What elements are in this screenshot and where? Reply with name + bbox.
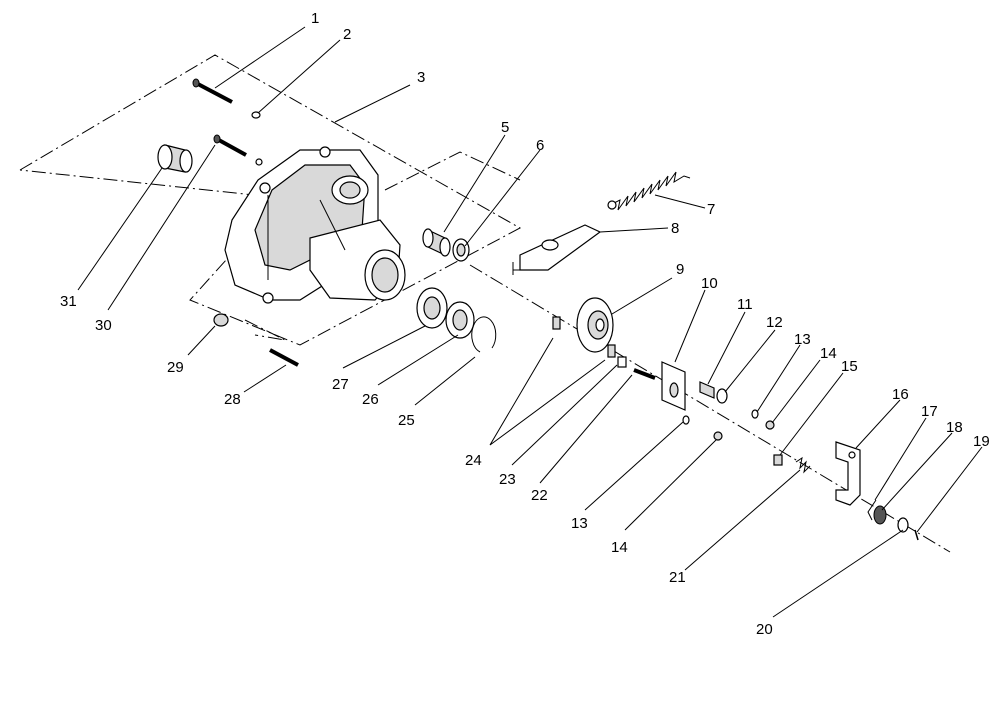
part-15-pin [773, 454, 783, 466]
part-19-pin [914, 529, 919, 541]
callout-30: 30 [95, 317, 112, 334]
callout-3: 3 [417, 69, 425, 86]
part-28-screw [269, 348, 299, 367]
part-12-washer [716, 388, 728, 404]
callout-1: 1 [311, 10, 319, 27]
part-10-block [661, 361, 686, 411]
part-2-washer [251, 111, 261, 119]
part-20-washer [897, 517, 909, 533]
callout-15: 15 [841, 358, 858, 375]
part-26-bearing [445, 301, 475, 339]
callout-13-lower: 13 [571, 515, 588, 532]
part-31-bushing [157, 144, 193, 173]
part-27-bearing [416, 287, 448, 329]
callout-labels: 1 2 3 5 6 7 8 9 10 11 12 13 14 15 16 17 … [60, 10, 990, 638]
callout-16: 16 [892, 386, 909, 403]
part-11-spacer [699, 381, 715, 399]
callout-12: 12 [766, 314, 783, 331]
part-29-plug [213, 313, 229, 327]
part-24-key-a [552, 316, 561, 330]
part-13-washer-a [751, 409, 759, 419]
part-14-nut-b [713, 431, 723, 441]
part-24-key-b [607, 344, 616, 358]
gear-housing [224, 146, 406, 304]
callout-20: 20 [756, 621, 773, 638]
part-23-clip [617, 356, 627, 368]
callout-14-lower: 14 [611, 539, 628, 556]
part-9-pulley [576, 297, 614, 353]
callout-13: 13 [794, 331, 811, 348]
callout-23: 23 [499, 471, 516, 488]
callout-21: 21 [669, 569, 686, 586]
callout-31: 31 [60, 293, 77, 310]
callout-26: 26 [362, 391, 379, 408]
callout-7: 7 [707, 201, 715, 218]
part-7-spring [607, 171, 691, 211]
part-16-lever [835, 441, 861, 506]
part-18-gear [873, 505, 887, 525]
callout-18: 18 [946, 419, 963, 436]
part-21-spring [795, 456, 811, 474]
callout-28: 28 [224, 391, 241, 408]
callout-22: 22 [531, 487, 548, 504]
callout-14: 14 [820, 345, 837, 362]
callout-24: 24 [465, 452, 482, 469]
callout-29: 29 [167, 359, 184, 376]
assembly-axes [19, 54, 951, 553]
part-6-seal [452, 238, 470, 262]
callout-2: 2 [343, 26, 351, 43]
callout-11: 11 [737, 296, 753, 313]
callout-19: 19 [973, 433, 990, 450]
callout-5: 5 [501, 119, 509, 136]
part-30-bolt [213, 134, 263, 166]
callout-17: 17 [921, 403, 938, 420]
part-5-needle-bearing [422, 228, 451, 257]
part-8-bracket [512, 224, 602, 275]
callout-25: 25 [398, 412, 415, 429]
part-22-pin [633, 368, 656, 380]
leader-lines [77, 26, 983, 618]
callout-9: 9 [676, 261, 684, 278]
part-17-clip [867, 499, 877, 521]
callout-27: 27 [332, 376, 349, 393]
callout-6: 6 [536, 137, 544, 154]
part-13-washer-b [682, 415, 690, 425]
part-25-snap-ring [471, 316, 497, 353]
callout-10: 10 [701, 275, 718, 292]
callout-8: 8 [671, 220, 679, 237]
part-1-bolt [192, 78, 233, 104]
